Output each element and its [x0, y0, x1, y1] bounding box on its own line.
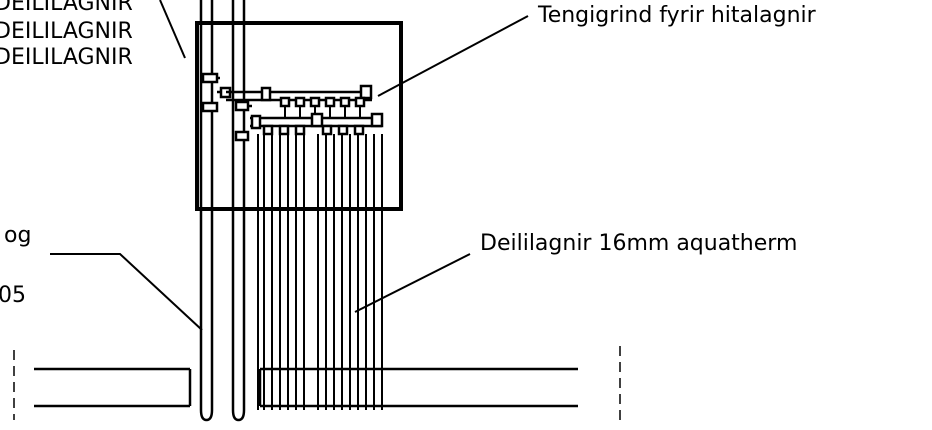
label-og: og [4, 223, 31, 248]
label-deililagnir-2: DEILILAGNIR [0, 19, 133, 44]
label-05: 05 [0, 283, 26, 308]
label-tengigrind: Tengigrind fyrir hitalagnir [537, 3, 817, 28]
label-deililagnir-1: DEILILAGNIR [0, 0, 133, 16]
section-marks [13, 346, 621, 420]
distribution-pipes [257, 106, 383, 410]
manifold-upper [226, 84, 373, 108]
leader-deililagnir [159, 0, 186, 59]
manifold-cabinet [195, 21, 403, 211]
label-deililagnir-3: DEILILAGNIR [0, 45, 133, 70]
floor-beams [34, 367, 578, 408]
label-deililagnir-16mm: Deililagnir 16mm aquatherm [480, 231, 797, 256]
leader-og [50, 253, 203, 331]
leader-16mm [354, 253, 471, 313]
manifold-lower [250, 112, 384, 136]
main-pipes [199, 0, 246, 422]
